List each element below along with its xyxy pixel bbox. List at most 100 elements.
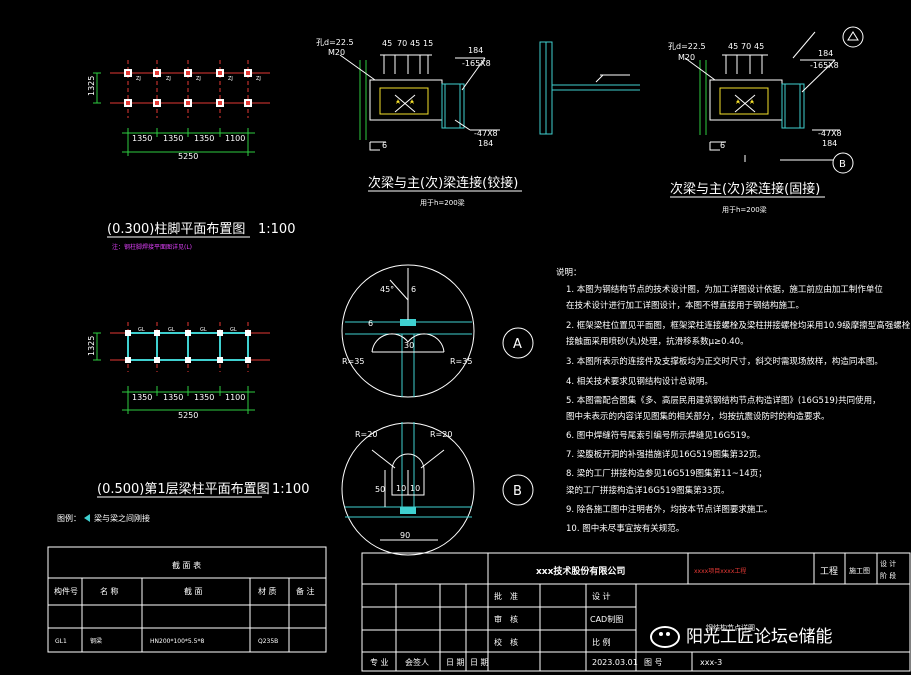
detail-title: 次梁与主(次)梁连接(铰接) <box>368 175 518 191</box>
svg-text:B: B <box>839 159 846 170</box>
stage-value: 施工图 <box>849 566 870 575</box>
dim-total: 5250 <box>178 152 198 161</box>
plate-width: 184 <box>468 46 483 55</box>
plate-spec: -165X8 <box>810 61 839 70</box>
section-table: 截 面 表 构件号 名 称 截 面 材 质 备 注 GL1 钢梁 HN200*1… <box>47 546 327 653</box>
stage-label: 设 计 <box>880 559 896 568</box>
weld-dim: 6 <box>411 285 416 294</box>
weld-dim: 6 <box>368 319 373 328</box>
bolt-spacing: 70 <box>741 42 751 51</box>
plan-title: (0.300)柱脚平面布置图 <box>107 221 245 237</box>
plan-title: (0.500)第1层梁柱平面布置图 <box>97 482 270 497</box>
detail-subtitle: 用于h=200梁 <box>420 198 465 207</box>
bolt-spacing: 70 <box>397 39 407 48</box>
tb-left-cell: 会签人 <box>405 657 429 667</box>
notes: 说明： 1. 本图为钢结构节点的技术设计图，为加工详图设计依据，施工前应由加工制… <box>556 267 911 534</box>
detail-title: 次梁与主(次)梁连接(固接) <box>670 181 820 197</box>
watermark-text: 阳光工匠论坛e储能 <box>686 627 833 647</box>
detail-circle-a: 45° R=35 R=35 6 6 30 A <box>341 264 534 398</box>
dim-span: 1350 <box>163 393 183 402</box>
tb-cell: 2023.03.01 <box>592 658 638 667</box>
detail-subtitle: 用于h=200梁 <box>722 205 767 214</box>
beam-label: GL <box>168 327 175 333</box>
bolt-spacing: 45 <box>382 39 392 48</box>
dim-span: 1100 <box>225 393 245 402</box>
notes-heading: 说明： <box>556 267 582 278</box>
legend-arrow-icon <box>84 514 90 522</box>
tb-cell: 批 准 <box>494 591 518 601</box>
weld-size: 6 <box>382 141 387 150</box>
plan-column-base: ZJ ZJ ZJ ZJ ZJ 1325 1350 1350 1350 1100 … <box>87 60 295 251</box>
bolt-spacing: 45 <box>728 42 738 51</box>
plan-scale: 1:100 <box>258 222 295 237</box>
bolt-size: M20 <box>328 48 345 57</box>
dim-span: 1350 <box>194 134 214 143</box>
note-line: 4. 相关技术要求见钢结构设计总说明。 <box>566 376 713 387</box>
project-name: xxxx项目xxxx工程 <box>694 567 746 575</box>
table-cell: Q235B <box>258 638 278 645</box>
vertical-dimension: 1325 <box>87 336 96 356</box>
plan-scale: 1:100 <box>272 482 309 497</box>
weld-dim: 10 <box>396 484 406 493</box>
plate-width: 184 <box>822 139 837 148</box>
table-header: 备 注 <box>296 586 315 596</box>
radius-label: R=35 <box>450 357 472 366</box>
bolt-spacing: 45 <box>754 42 764 51</box>
tb-cell: 校 核 <box>494 637 518 647</box>
dim-span: 1350 <box>132 393 152 402</box>
width-dim: 90 <box>400 531 410 540</box>
column-label: ZJ <box>166 76 171 82</box>
plate-spec: -47X8 <box>474 129 498 138</box>
note-line: 10. 图中未尽事宜按有关规范。 <box>566 523 684 534</box>
tb-cell: CAD制图 <box>590 614 623 624</box>
table-header: 截 面 <box>184 586 203 596</box>
drawing-name: 钢结构节点详图 <box>706 623 755 632</box>
table-header: 名 称 <box>100 586 119 596</box>
detail-circle-b: R=20 R=20 50 10 10 90 B <box>341 422 534 556</box>
callout-b <box>502 474 534 506</box>
dim-span: 1350 <box>163 134 183 143</box>
table-header: 构件号 <box>54 586 78 596</box>
note-line: 9. 除各施工图中注明者外，均按本节点详图要求施工。 <box>566 504 772 515</box>
company-name: xxx技术股份有限公司 <box>536 565 625 577</box>
tb-cell: 日 期 <box>470 658 489 667</box>
radius-label: R=20 <box>430 430 452 439</box>
table-cell: GL1 <box>55 638 67 645</box>
column-label: ZJ <box>228 76 233 82</box>
note-line: 1. 本图为钢结构节点的技术设计图，为加工详图设计依据，施工前应由加工制作单位 <box>566 284 883 295</box>
weld-dim: 10 <box>410 484 420 493</box>
plan-note: 注：钢柱脚焊接平面图详见(L) <box>112 243 192 251</box>
plate-spec: -165X8 <box>462 59 491 68</box>
callout-b-label: B <box>513 484 522 499</box>
note-line: 6. 图中焊缝符号尾索引编号所示焊缝见16G519。 <box>566 430 755 441</box>
tb-cell: 图 号 <box>644 658 663 667</box>
angle-label: 45° <box>380 285 394 294</box>
bolt-hole-spec: 孔d=22.5 <box>668 42 706 51</box>
radius-label: R=20 <box>355 430 377 439</box>
note-line: 7. 梁腹板开洞的补强措施详见16G519图集第32页。 <box>566 449 766 460</box>
note-line: 在技术设计进行加工详图设计，本图不得直接用于钢结构施工。 <box>566 300 804 311</box>
plate-width: 184 <box>478 139 493 148</box>
svg-text:阶 段: 阶 段 <box>880 571 896 580</box>
tb-left-cell: 日 期 <box>446 658 465 667</box>
tb-cell: xxx-3 <box>700 658 722 667</box>
weld-size: 6 <box>720 141 725 150</box>
bolt-spacing: 45 <box>410 39 420 48</box>
detail-hinged: 孔d=22.5 M20 45 70 45 15 184 -165X8 -47X8… <box>316 38 640 207</box>
legend-label: 图例： <box>57 513 81 523</box>
column-label: ZJ <box>136 76 141 82</box>
tb-cell: 比 例 <box>592 637 611 647</box>
column-label: ZJ <box>196 76 201 82</box>
callout-a <box>502 327 534 359</box>
height-dim: 50 <box>375 485 385 494</box>
note-line: 5. 本图需配合图集《多、高层民用建筑钢结构节点构造详图》(16G519)共同使… <box>566 395 881 406</box>
section-marker-b <box>832 152 854 174</box>
bolt-size: M20 <box>678 53 695 62</box>
dim-span: 1350 <box>194 393 214 402</box>
bolt-hole-spec: 孔d=22.5 <box>316 38 354 47</box>
note-line: 8. 梁的工厂拼接构造参见16G519图集第11~14页； <box>566 468 767 479</box>
dim-total: 5250 <box>178 411 198 420</box>
vertical-dimension: 1325 <box>87 76 96 96</box>
plate-width: 184 <box>818 49 833 58</box>
